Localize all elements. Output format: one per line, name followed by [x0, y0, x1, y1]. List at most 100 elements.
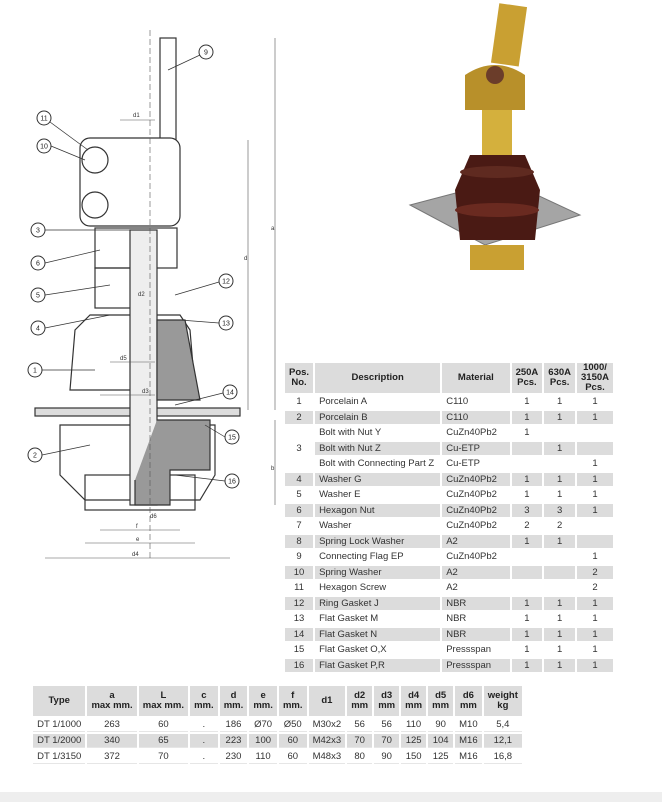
parts-cell-a630: 1: [544, 395, 575, 409]
dim-a: a: [271, 226, 275, 232]
callout-1: 1: [27, 362, 95, 378]
parts-cell-material: CuZn40Pb2: [442, 472, 510, 486]
parts-cell-a1000: 1: [577, 503, 613, 517]
dims-cell: 223: [219, 734, 248, 748]
dims-cell: 60: [278, 750, 307, 764]
parts-cell-a1000: 1: [577, 612, 613, 626]
parts-cell-description: Flat Gasket O,X: [315, 643, 441, 657]
parts-cell-pos: 11: [285, 581, 314, 595]
parts-cell-a1000: 1: [577, 488, 613, 502]
dims-cell: 372: [87, 750, 137, 764]
parts-cell-a1000: 1: [577, 550, 613, 564]
parts-cell-a250: 1: [511, 534, 543, 548]
parts-cell-material: NBR: [442, 596, 510, 610]
svg-text:13: 13: [222, 321, 230, 328]
dim-d4: d4: [132, 552, 139, 558]
parts-cell-a630: 1: [544, 612, 575, 626]
parts-cell-a250: 1: [511, 627, 543, 641]
dim-d1: d1: [133, 113, 140, 119]
parts-cell-a250: 1: [511, 488, 543, 502]
parts-cell-description: Washer: [315, 519, 441, 533]
parts-cell-a250: 1: [511, 472, 543, 486]
parts-cell-a250: 1: [511, 643, 543, 657]
dims-cell: 110: [249, 750, 277, 764]
svg-text:2: 2: [33, 453, 37, 460]
parts-cell-description: Bolt with Nut Z: [315, 441, 441, 455]
parts-cell-description: Ring Gasket J: [315, 596, 441, 610]
dims-cell: Ø50: [278, 718, 307, 732]
parts-cell-a1000: 1: [577, 472, 613, 486]
parts-cell-material: C110: [442, 410, 510, 424]
parts-cell-material: Pressspan: [442, 658, 510, 672]
callout-9: 9: [167, 44, 214, 71]
dims-cell: 90: [374, 750, 400, 764]
parts-cell-a630: 1: [544, 488, 575, 502]
parts-cell-material: Cu-ETP: [442, 457, 510, 471]
parts-cell-a250: 1: [511, 426, 543, 440]
dims-cell: 125: [428, 750, 454, 764]
dims-cell: DT 1/3150: [33, 750, 86, 764]
parts-cell-a1000: 1: [577, 410, 613, 424]
parts-cell-a630: 1: [544, 596, 575, 610]
dims-cell: 65: [138, 734, 189, 748]
dims-cell: 16,8: [483, 750, 522, 764]
parts-cell-material: Pressspan: [442, 643, 510, 657]
dim-d2: d2: [138, 292, 145, 298]
parts-cell-pos: 10: [285, 565, 314, 579]
parts-cell-a630: [544, 426, 575, 440]
parts-cell-description: Hexagon Nut: [315, 503, 441, 517]
parts-cell-material: CuZn40Pb2: [442, 550, 510, 564]
parts-cell-description: Spring Washer: [315, 565, 441, 579]
svg-text:15: 15: [228, 435, 236, 442]
parts-cell-a630: 1: [544, 658, 575, 672]
dims-cell: 5,4: [483, 718, 522, 732]
svg-text:16: 16: [228, 479, 236, 486]
dim-f: f: [136, 524, 138, 530]
parts-cell-a630: [544, 457, 575, 471]
dims-cell: 186: [219, 718, 248, 732]
parts-cell-material: NBR: [442, 612, 510, 626]
dims-cell: M42x3: [308, 734, 346, 748]
parts-cell-description: Spring Lock Washer: [315, 534, 441, 548]
parts-cell-a250: 1: [511, 596, 543, 610]
callout-3: 3: [30, 222, 130, 238]
dims-cell: M10: [455, 718, 482, 732]
dims-cell: 263: [87, 718, 137, 732]
parts-cell-pos: 1: [285, 395, 314, 409]
dims-cell: 80: [347, 750, 373, 764]
connecting-flag: [159, 37, 177, 149]
parts-cell-a630: [544, 581, 575, 595]
parts-cell-a630: [544, 565, 575, 579]
parts-cell-a1000: 1: [577, 596, 613, 610]
svg-text:1: 1: [33, 368, 37, 375]
dims-cell: M16: [455, 734, 482, 748]
parts-cell-a1000: 1: [577, 395, 613, 409]
connecting-block: [79, 137, 181, 227]
parts-cell-a630: 1: [544, 627, 575, 641]
parts-cell-a630: 1: [544, 643, 575, 657]
parts-cell-a630: [544, 550, 575, 564]
parts-cell-material: CuZn40Pb2: [442, 488, 510, 502]
parts-cell-description: Flat Gasket M: [315, 612, 441, 626]
parts-cell-material: C110: [442, 395, 510, 409]
parts-cell-a630: 1: [544, 472, 575, 486]
parts-cell-pos: 3: [285, 426, 314, 471]
